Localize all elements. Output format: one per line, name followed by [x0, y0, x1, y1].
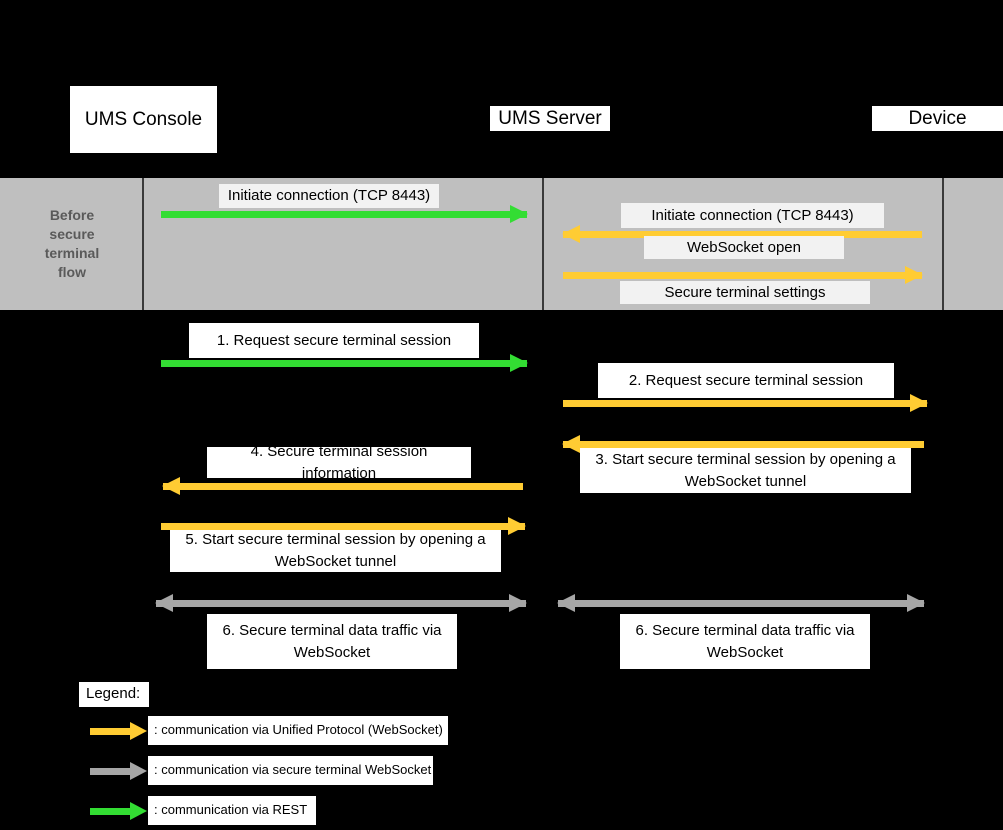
band-message-label-4: Secure terminal settings — [620, 281, 870, 304]
band-message-label-3: WebSocket open — [644, 236, 844, 259]
band-message-label-1: Initiate connection (TCP 8443) — [219, 184, 439, 208]
flow-message-text-6-left: 6. Secure terminal data traffic via WebS… — [222, 621, 442, 661]
band-arrow-1-head — [510, 205, 528, 223]
flow-arrow-4-shaft — [163, 483, 523, 490]
band-message-text-1: Initiate connection (TCP 8443) — [227, 187, 431, 204]
legend-arrow-2-shaft — [90, 768, 136, 775]
legend-arrow-3-head — [130, 802, 147, 820]
actor-ums-server: UMS Server — [490, 106, 610, 131]
actor-ums-console: UMS Console — [70, 86, 217, 153]
band-arrow-2-shaft — [563, 231, 922, 238]
legend-entry-unified-protocol-label: : communication via Unified Protocol (We… — [154, 722, 443, 737]
flow-arrow-5-shaft — [161, 523, 525, 530]
legend-arrow-1-shaft — [90, 728, 136, 735]
flow-message-text-6-right: 6. Secure terminal data traffic via WebS… — [635, 621, 855, 661]
flow-message-text-4: 4. Secure terminal session information — [250, 442, 428, 482]
flow-arrow-6-right-head-start — [557, 594, 575, 612]
flow-message-label-1: 1. Request secure terminal session — [189, 323, 479, 358]
legend-entry-secure-terminal-ws: : communication via secure terminal WebS… — [148, 756, 433, 785]
flow-arrow-6-left-head-end — [509, 594, 527, 612]
flow-arrow-1-shaft — [161, 360, 527, 367]
band-label-line-4: flow — [58, 264, 86, 280]
band-divider-middle — [542, 178, 544, 310]
legend-arrow-3-shaft — [90, 808, 136, 815]
band-message-label-2: Initiate connection (TCP 8443) — [621, 203, 884, 228]
flow-arrow-3-shaft — [563, 441, 924, 448]
flow-arrow-2-head — [910, 394, 928, 412]
flow-message-label-5: 5. Start secure terminal session by open… — [170, 530, 501, 572]
flow-arrow-4-head — [162, 477, 180, 495]
band-label-line-2: secure — [49, 226, 95, 242]
band-divider-left — [142, 178, 144, 310]
band-arrow-3-head — [905, 266, 923, 284]
band-arrow-2-head — [562, 225, 580, 243]
flow-message-label-3: 3. Start secure terminal session by open… — [580, 448, 911, 493]
band-message-text-3: WebSocket open — [687, 238, 801, 256]
flow-arrow-2-shaft — [563, 400, 927, 407]
band-divider-right — [942, 178, 944, 310]
legend-title: Legend: — [79, 682, 149, 707]
flow-message-text-1: 1. Request secure terminal session — [216, 331, 452, 349]
band-label: Before secure terminal flow — [12, 206, 132, 282]
flow-message-text-3: 3. Start secure terminal session by open… — [595, 450, 896, 490]
legend-entry-rest-label: : communication via REST — [154, 802, 308, 817]
legend-entry-secure-terminal-ws-label: : communication via secure terminal WebS… — [154, 762, 432, 777]
flow-arrow-3-head — [562, 435, 580, 453]
legend-entry-unified-protocol: : communication via Unified Protocol (We… — [148, 716, 448, 745]
band-label-line-1: Before — [49, 207, 95, 223]
flow-message-label-6-left: 6. Secure terminal data traffic via WebS… — [207, 614, 457, 669]
legend-arrow-1-head — [130, 722, 147, 740]
flow-arrow-1-head — [510, 354, 528, 372]
flow-message-text-2: 2. Request secure terminal session — [628, 371, 864, 389]
actor-device: Device — [872, 106, 1003, 131]
flow-arrow-6-left-head-start — [155, 594, 173, 612]
flow-message-text-5: 5. Start secure terminal session by open… — [185, 531, 486, 570]
legend-title-label: Legend: — [86, 685, 141, 702]
actor-device-label: Device — [908, 107, 967, 129]
actor-ums-console-label: UMS Console — [84, 108, 203, 130]
flow-message-label-2: 2. Request secure terminal session — [598, 363, 894, 398]
band-arrow-3-shaft — [563, 272, 922, 279]
band-message-text-4: Secure terminal settings — [664, 283, 826, 301]
actor-ums-server-label: UMS Server — [498, 107, 602, 129]
flow-arrow-5-head — [508, 517, 526, 535]
flow-arrow-6-right-head-end — [907, 594, 925, 612]
band-label-line-3: terminal — [44, 245, 100, 261]
flow-arrow-6-right-shaft — [558, 600, 924, 607]
flow-message-label-6-right: 6. Secure terminal data traffic via WebS… — [620, 614, 870, 669]
band-message-text-2: Initiate connection (TCP 8443) — [651, 206, 854, 224]
flow-arrow-6-left-shaft — [156, 600, 526, 607]
legend-entry-rest: : communication via REST — [148, 796, 316, 825]
legend-arrow-2-head — [130, 762, 147, 780]
band-arrow-1-shaft — [161, 211, 527, 218]
flow-message-label-4: 4. Secure terminal session information — [207, 443, 471, 482]
